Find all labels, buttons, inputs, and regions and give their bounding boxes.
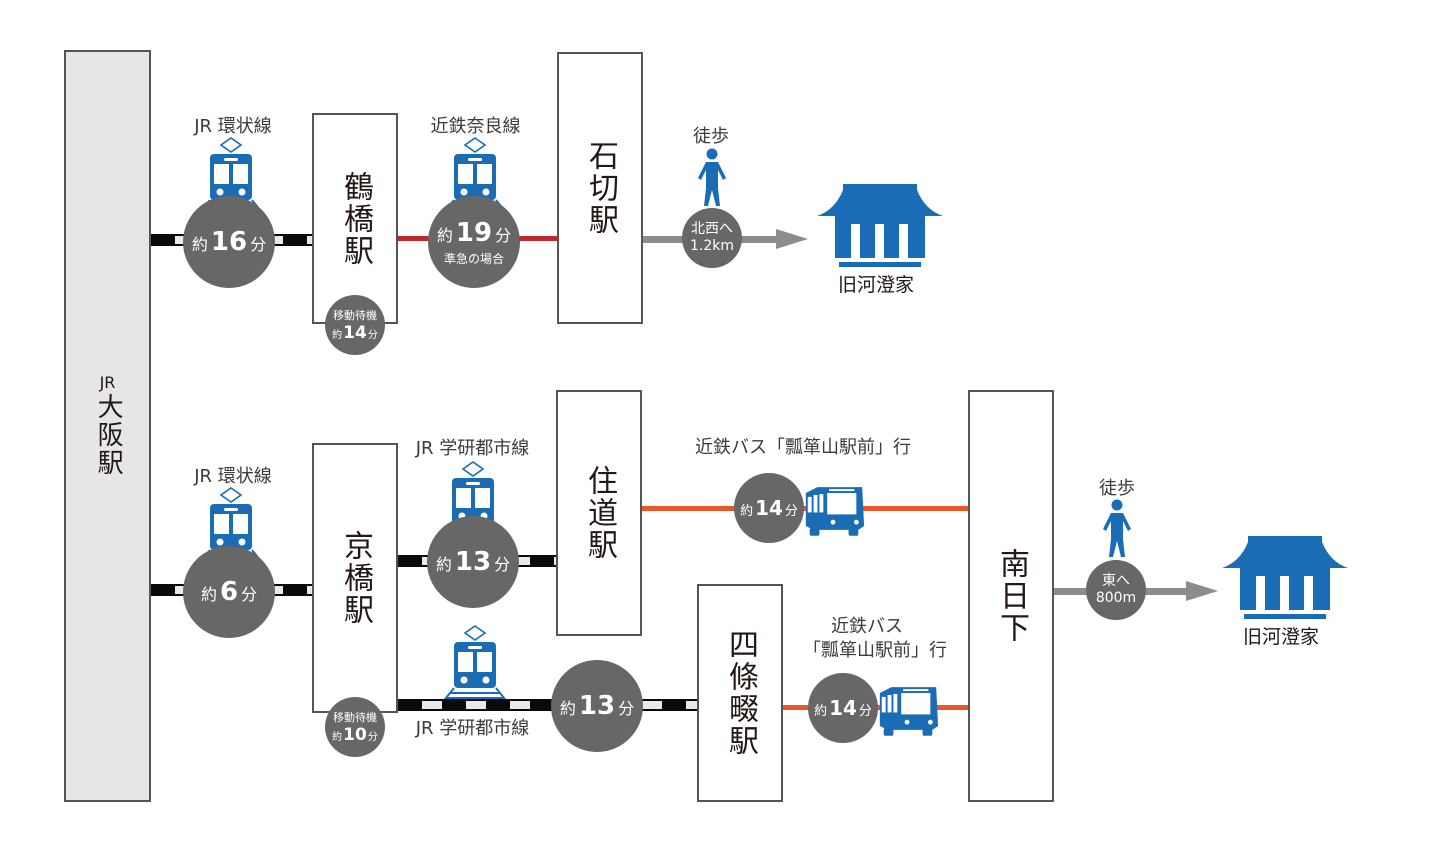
route2-legA-line-label: JR 学研都市線 — [415, 438, 530, 459]
station-suminodo: 住道駅 — [556, 390, 642, 636]
station-kyobashi-name: 京橋駅 — [338, 530, 373, 626]
station-jr-osaka-prefix: JR — [99, 372, 116, 392]
walking-person-icon — [1099, 499, 1135, 561]
time-unit: 分 — [495, 225, 512, 245]
route1-walk-label: 徒歩 — [693, 126, 729, 147]
time-unit: 分 — [858, 704, 872, 719]
train-icon — [440, 624, 510, 704]
route1-leg2-line-label: 近鉄奈良線 — [430, 116, 521, 137]
station-ishikiri: 石切駅 — [557, 52, 643, 324]
time-unit: 分 — [367, 330, 378, 341]
route1-destination-name: 旧河澄家 — [838, 274, 915, 296]
station-tsuruhashi: 鶴橋駅 — [312, 113, 398, 324]
bus-stop-minamikusaka-name: 南日下 — [994, 548, 1029, 644]
historic-house-icon — [815, 180, 945, 270]
route1-walk-distance-circle: 北西へ 1.2km — [682, 208, 742, 268]
walk-distance: 800m — [1095, 590, 1137, 606]
time-value: 14 — [343, 323, 367, 343]
time-unit: 分 — [241, 585, 258, 604]
time-prefix: 約 — [436, 225, 453, 245]
route2-busB-line1-label: 近鉄バス — [831, 616, 903, 637]
time-unit: 分 — [784, 504, 798, 519]
walking-person-icon — [694, 148, 730, 210]
time-value: 13 — [454, 547, 492, 577]
walk-direction: 東へ — [1102, 573, 1130, 590]
route2-busB-line2-label: 「瓢箪山駅前」行 — [803, 640, 947, 661]
time-value: 16 — [210, 227, 248, 257]
time-value: 14 — [829, 696, 857, 720]
time-value: 19 — [455, 217, 493, 248]
station-shijonawate-name: 四條畷駅 — [723, 629, 758, 757]
time-value: 6 — [219, 577, 239, 607]
bus-icon — [800, 483, 868, 538]
time-prefix: 約 — [814, 704, 828, 719]
station-ishikiri-name: 石切駅 — [583, 140, 618, 236]
time-prefix: 約 — [740, 504, 754, 519]
time-value: 14 — [755, 496, 783, 520]
time-prefix: 約 — [332, 330, 343, 341]
time-prefix: 約 — [332, 732, 343, 743]
route1-leg1-line-label: JR 環状線 — [194, 116, 272, 137]
station-jr-osaka-name: 大阪駅 — [93, 393, 124, 478]
time-prefix: 約 — [435, 555, 452, 574]
time-value: 10 — [343, 725, 367, 745]
route2-walk-label: 徒歩 — [1099, 478, 1135, 499]
time-prefix: 約 — [559, 699, 576, 718]
station-shijonawate: 四條畷駅 — [697, 584, 783, 802]
transfer-wait-label: 移動待機 — [333, 309, 377, 322]
route2-busA-line-label: 近鉄バス「瓢箪山駅前」行 — [695, 437, 911, 458]
route2-walk-arrowhead — [1186, 581, 1218, 601]
station-kyobashi: 京橋駅 — [312, 443, 398, 713]
bus-stop-minamikusaka: 南日下 — [968, 390, 1054, 802]
route2-destination-name: 旧河澄家 — [1243, 626, 1320, 648]
route1-leg2-note: 準急の場合 — [443, 251, 504, 266]
time-unit: 分 — [367, 732, 378, 743]
bus-icon — [874, 683, 942, 738]
route1-walk-arrowhead — [776, 229, 808, 249]
time-prefix: 約 — [200, 585, 217, 604]
route2-legB-line-label: JR 学研都市線 — [415, 718, 530, 739]
time-unit: 分 — [494, 555, 511, 574]
transfer-wait-label: 移動待機 — [333, 711, 377, 724]
time-value: 13 — [578, 691, 616, 721]
station-jr-osaka: JR 大阪駅 — [64, 50, 151, 802]
time-unit: 分 — [250, 235, 267, 254]
historic-house-icon — [1220, 532, 1350, 622]
station-suminodo-name: 住道駅 — [582, 465, 617, 561]
time-unit: 分 — [618, 699, 635, 718]
route2-walk-distance-circle: 東へ 800m — [1086, 560, 1146, 620]
time-prefix: 約 — [191, 235, 208, 254]
walk-distance: 1.2km — [689, 238, 734, 254]
walk-direction: 北西へ — [691, 221, 733, 238]
route2-leg1-line-label: JR 環状線 — [194, 466, 272, 487]
station-tsuruhashi-name: 鶴橋駅 — [338, 170, 373, 267]
